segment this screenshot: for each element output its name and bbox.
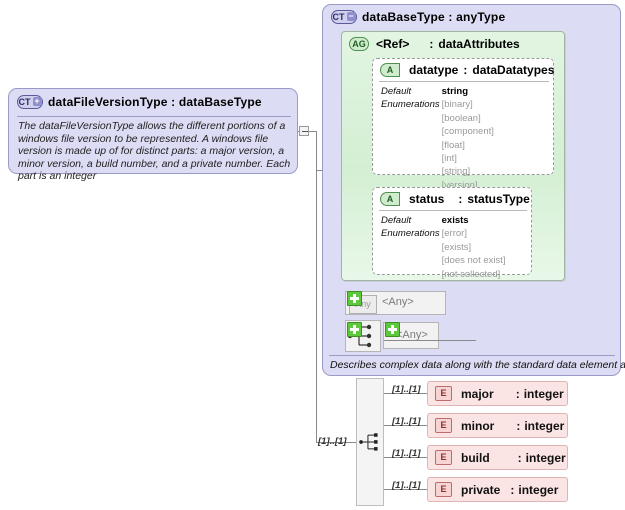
element-icon: E <box>435 450 452 465</box>
complex-type-datafileversiontype[interactable]: CT+ dataFileVersionType : dataBaseType T… <box>8 88 298 182</box>
attribute-datatype-type: dataDatatypes <box>472 63 555 77</box>
element-private-name: private <box>461 482 501 497</box>
element-private-type: integer <box>518 482 559 497</box>
sequence-compositor[interactable] <box>356 378 384 506</box>
element-minor-sep: : <box>516 418 521 433</box>
page-title: dataFileVersionType : dataBaseType <box>48 95 262 109</box>
element-icon: E <box>435 418 452 433</box>
divider <box>17 116 291 117</box>
element-cardinality: [1]..[1] <box>392 448 421 459</box>
enum-value: [error] <box>441 228 467 240</box>
ag-icon: AG <box>349 37 369 51</box>
attribute-datatype[interactable]: A datatype : dataDatatypes Default strin… <box>372 58 554 191</box>
connector-line <box>384 457 428 458</box>
element-icon: E <box>435 482 452 497</box>
ct-badge-text: CT <box>18 97 31 107</box>
attribute-status-sep: : <box>458 192 463 206</box>
attribute-group-ref: <Ref> <box>376 37 410 51</box>
element-icon: E <box>435 386 452 401</box>
attribute-group-type: dataAttributes <box>438 37 520 51</box>
element-minor-name: minor <box>461 418 495 433</box>
element-cardinality: [1]..[1] <box>392 416 421 427</box>
element-cardinality: [1]..[1] <box>392 384 421 395</box>
enumerations-label: Enumerations <box>381 99 440 111</box>
divider <box>329 355 615 356</box>
attribute-status-type: statusType <box>467 192 530 206</box>
default-label: Default <box>381 215 412 226</box>
base-type-footer: Describes complex data along with the st… <box>330 359 625 371</box>
default-value: exists <box>441 215 469 226</box>
attribute-icon: A <box>380 63 400 77</box>
enum-value: [component] <box>441 126 494 138</box>
element-major-name: major <box>461 386 494 401</box>
ct-collapse-sign[interactable]: − <box>346 11 356 22</box>
divider <box>379 210 527 211</box>
ct-expand-sign[interactable]: + <box>32 96 42 107</box>
attribute-status-header: A status : statusType <box>380 192 530 206</box>
enum-value: [not collected] <box>441 268 501 280</box>
connector-line <box>384 393 428 394</box>
element-minor-type: integer <box>524 418 565 433</box>
attribute-icon: A <box>380 192 400 206</box>
connector-line <box>384 340 476 341</box>
enum-value: [float] <box>441 139 465 151</box>
any-node-1-label: <Any> <box>382 296 414 308</box>
complex-type-title-row: CT+ dataFileVersionType : dataBaseType <box>17 95 262 109</box>
enumerations-label: Enumerations <box>381 228 440 240</box>
enum-value: [does not exist] <box>441 255 506 267</box>
element-build-type: integer <box>525 450 566 465</box>
attribute-datatype-facets: Default string Enumerations [binary] [bo… <box>379 84 496 193</box>
base-type-title-row: CT− dataBaseType : anyType <box>331 10 505 24</box>
attribute-datatype-header: A datatype : dataDatatypes <box>380 63 554 77</box>
attribute-status-facets: Default exists Enumerations [error] [exi… <box>379 213 508 282</box>
enum-value: [exists] <box>441 241 472 253</box>
connector-line <box>384 489 428 490</box>
element-private[interactable]: E private : integer <box>427 477 568 502</box>
element-major[interactable]: E major : integer <box>427 381 568 406</box>
attribute-datatype-name: datatype <box>409 63 459 77</box>
base-type-title: dataBaseType : anyType <box>362 10 506 24</box>
annotation-text: The dataFileVersionType allows the diffe… <box>18 120 291 182</box>
attribute-status[interactable]: A status : statusType Default exists Enu… <box>372 187 532 280</box>
element-build-name: build <box>461 450 490 465</box>
sequence-icon <box>359 433 378 451</box>
connector-line <box>316 442 356 443</box>
element-build[interactable]: E build : integer <box>427 445 568 470</box>
enum-value: [boolean] <box>441 112 481 124</box>
element-build-sep: : <box>517 450 522 465</box>
attribute-status-name: status <box>409 192 445 206</box>
enum-value: [int] <box>441 153 457 165</box>
plus-badge-icon[interactable] <box>347 291 362 306</box>
complex-type-databasetype[interactable]: CT− dataBaseType : anyType AG <Ref> : da… <box>322 4 625 376</box>
connector-trunk <box>316 131 317 442</box>
attribute-datatype-sep: : <box>463 63 468 77</box>
enum-value: [binary] <box>441 99 473 111</box>
ct-badge-text: CT <box>332 12 345 22</box>
enum-value: [version] <box>441 179 478 191</box>
default-label: Default <box>381 86 412 97</box>
collapse-toggle[interactable] <box>299 126 309 136</box>
sequence-cardinality: [1]..[1] <box>318 436 347 447</box>
element-major-type: integer <box>523 386 564 401</box>
attribute-group-dataattributes[interactable]: AG <Ref> : dataAttributes A datatype : d… <box>341 31 565 281</box>
ct-expanded-icon[interactable]: CT− <box>331 10 357 24</box>
plus-badge-icon[interactable] <box>347 322 362 337</box>
divider <box>379 81 549 82</box>
ct-collapsed-icon[interactable]: CT+ <box>17 95 43 109</box>
element-major-sep: : <box>515 386 520 401</box>
attribute-group-header: AG <Ref> : dataAttributes <box>349 37 520 51</box>
attribute-group-sep: : <box>429 37 434 51</box>
enum-value: [string] <box>441 166 471 178</box>
connector-line <box>384 425 428 426</box>
element-cardinality: [1]..[1] <box>392 480 421 491</box>
any-node-2-label: <Any> <box>396 329 428 341</box>
plus-badge-icon[interactable] <box>385 322 400 337</box>
element-private-sep: : <box>510 482 515 497</box>
element-minor[interactable]: E minor : integer <box>427 413 568 438</box>
default-value: string <box>441 86 469 97</box>
